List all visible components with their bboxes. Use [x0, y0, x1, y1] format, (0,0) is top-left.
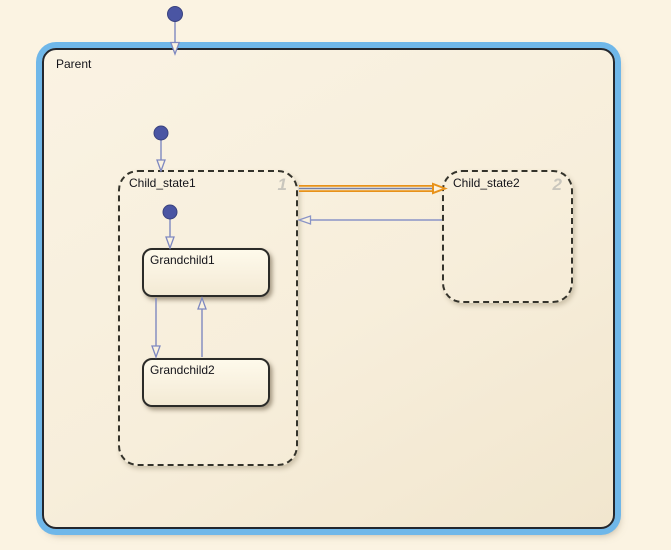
state-child-state1-execution-order: 1	[277, 175, 287, 194]
state-grandchild1-label: Grandchild1	[150, 253, 215, 267]
state-child-state1-label: Child_state1	[129, 176, 196, 190]
state-child-state1[interactable]: Child_state1 1	[118, 170, 298, 466]
state-grandchild1[interactable]: Grandchild1	[142, 248, 270, 297]
state-parent-label: Parent	[56, 57, 92, 71]
state-child-state2-label: Child_state2	[453, 176, 520, 190]
state-grandchild2-label: Grandchild2	[150, 363, 215, 377]
state-grandchild2[interactable]: Grandchild2	[142, 358, 270, 407]
default-transition-dot-icon	[167, 6, 183, 22]
state-child-state2-execution-order: 2	[552, 175, 562, 194]
state-child-state2[interactable]: Child_state2 2	[442, 170, 573, 303]
default-transition-to-parent[interactable]	[167, 6, 183, 56]
